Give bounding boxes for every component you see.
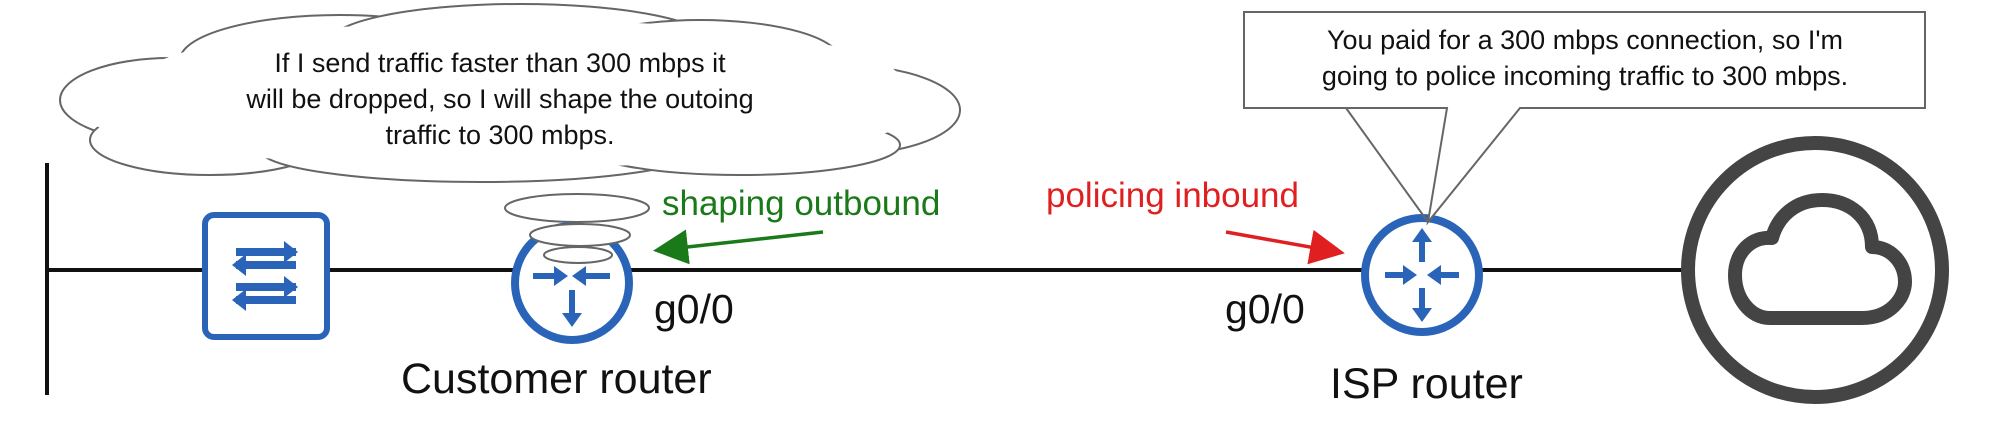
shaping-arrow [653,229,824,265]
isp-router-icon [1361,214,1483,336]
speech-line-1: You paid for a 300 mbps connection, so I… [1327,25,1843,55]
speech-bubble [1243,11,1926,226]
thought-line-1: If I send traffic faster than 300 mbps i… [274,48,726,78]
cloud-icon [1681,136,1949,404]
thought-line-3: traffic to 300 mbps. [385,120,615,150]
shaping-outbound-label: shaping outbound [662,184,941,223]
thought-bubble-text: If I send traffic faster than 300 mbps i… [150,45,850,153]
speech-line-2: going to police incoming traffic to 300 … [1321,61,1849,91]
isp-router-interface: g0/0 [1225,286,1305,332]
speech-bubble-text: You paid for a 300 mbps connection, so I… [1250,22,1920,94]
thought-line-2: will be dropped, so I will shape the out… [246,84,754,114]
policing-arrow [1225,229,1345,265]
isp-router-label: ISP router [1330,360,1523,408]
customer-router-label: Customer router [401,355,712,403]
thought-bubble [59,3,961,183]
thought-bubble-tail [504,193,650,264]
policing-inbound-label: policing inbound [1046,176,1299,215]
switch-icon [202,212,330,340]
customer-router-interface: g0/0 [654,286,734,332]
